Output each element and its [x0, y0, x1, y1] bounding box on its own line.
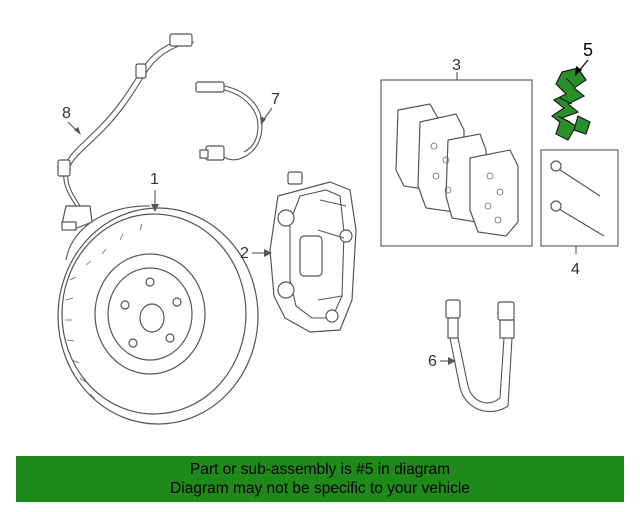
- callout-label-3: 3: [452, 57, 461, 74]
- pad-wear-sensor: [195, 81, 263, 161]
- callout-2: 2: [240, 245, 272, 262]
- part-info-banner: Part or sub-assembly is #5 in diagram Di…: [16, 456, 624, 502]
- guide-pins: [540, 149, 619, 254]
- callout-label-4: 4: [571, 261, 580, 278]
- brake-hose: [445, 299, 515, 413]
- callout-label-2: 2: [240, 245, 249, 262]
- callout-7: 7: [260, 91, 280, 125]
- wheel-speed-sensor: [57, 33, 195, 231]
- banner-line-2: Diagram may not be specific to your vehi…: [170, 480, 470, 497]
- callout-5: 5: [575, 40, 593, 76]
- hardware-kit-highlighted: [550, 67, 591, 141]
- callout-1: 1: [150, 171, 159, 212]
- banner-line-1: Part or sub-assembly is #5 in diagram: [189, 461, 451, 478]
- callout-label-7: 7: [271, 91, 280, 108]
- brake-parts-diagram: 1 8 7: [57, 33, 619, 425]
- callout-6: 6: [428, 353, 456, 370]
- callout-label-5: 5: [583, 40, 593, 60]
- callout-8: 8: [62, 105, 81, 135]
- callout-3: 3: [452, 57, 461, 74]
- callout-label-8: 8: [62, 105, 71, 122]
- brake-pads: [380, 72, 533, 247]
- callout-label-6: 6: [428, 353, 437, 370]
- callout-4: 4: [571, 261, 580, 278]
- brake-caliper: [269, 171, 357, 333]
- callout-label-1: 1: [150, 171, 159, 188]
- brake-rotor: [57, 205, 259, 425]
